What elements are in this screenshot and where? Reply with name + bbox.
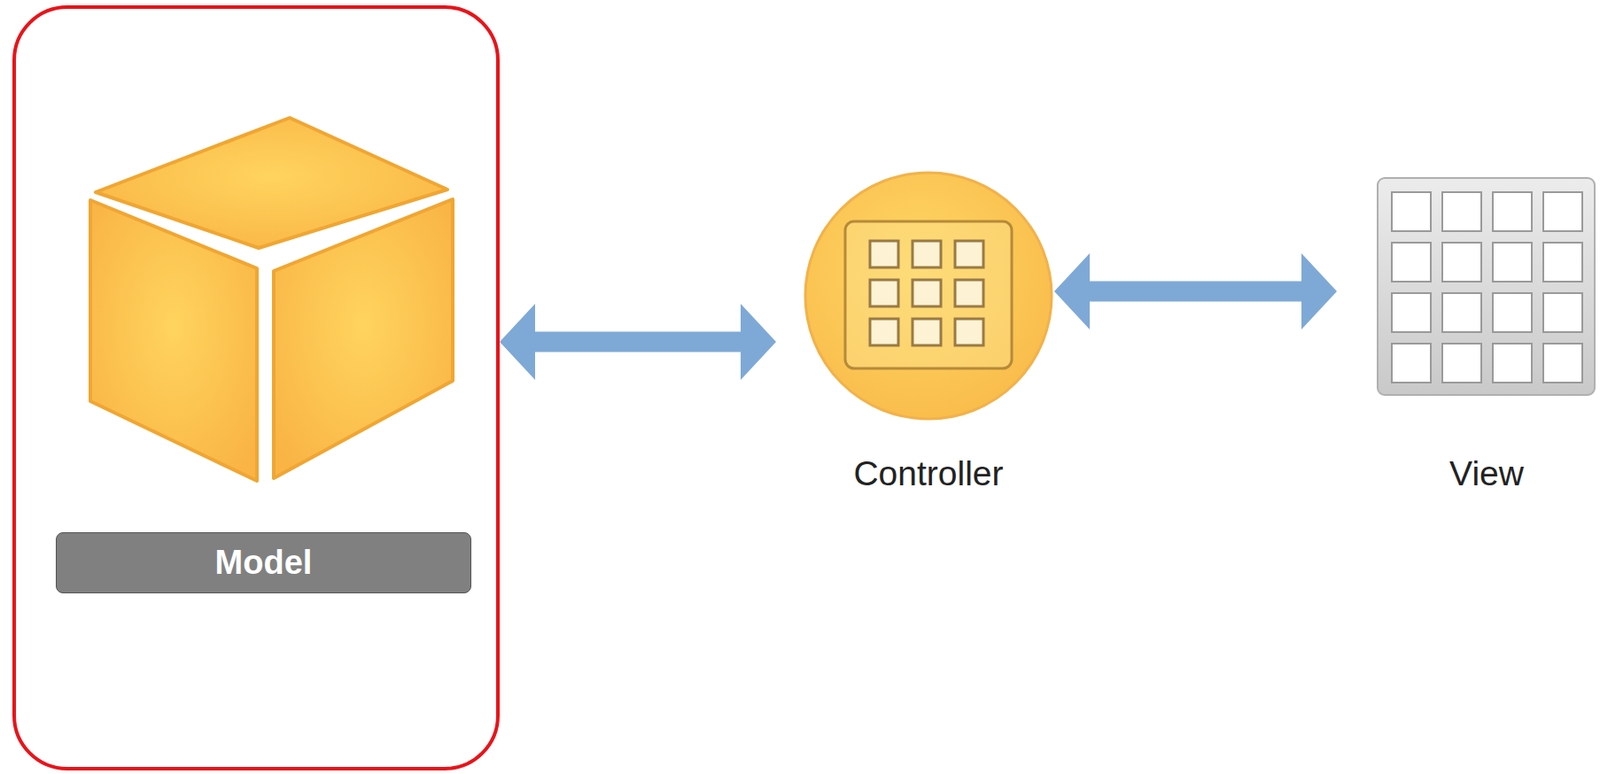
model-cube-icon: [15, 8, 504, 541]
view-grid-icon: [1375, 176, 1598, 398]
model-label: Model: [55, 532, 472, 594]
view-grid: View: [1375, 176, 1598, 398]
double-arrow: [499, 303, 777, 381]
double-arrow: [1054, 253, 1337, 330]
controller-label: Controller: [731, 451, 1126, 497]
view-label: View: [1322, 451, 1600, 497]
controller-circle-icon: [802, 170, 1055, 422]
controller-circle: Controller: [802, 170, 1055, 422]
model-box: Model: [12, 5, 500, 771]
